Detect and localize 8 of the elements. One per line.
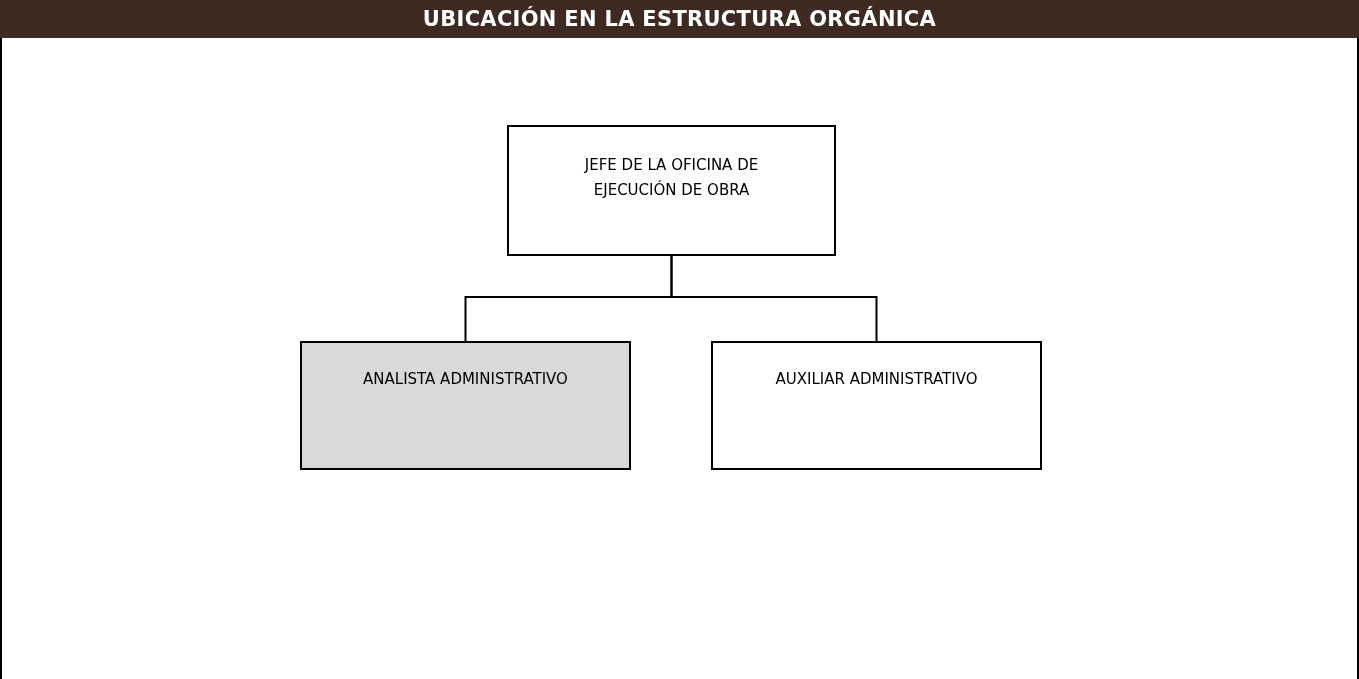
title: UBICACIÓN EN LA ESTRUCTURA ORGÁNICA: [422, 7, 937, 31]
position-title: AUXILIAR ADMINISTRATIVO: [775, 369, 978, 390]
connector-line: [670, 255, 878, 342]
position-box: [507, 125, 836, 256]
position-title: JEFE DE LA OFICINA DE EJECUCIÓN DE OBRA: [583, 155, 760, 201]
position-title: ANALISTA ADMINISTRATIVO: [363, 369, 568, 390]
position-box: [300, 341, 631, 470]
position-box: [711, 341, 1042, 470]
